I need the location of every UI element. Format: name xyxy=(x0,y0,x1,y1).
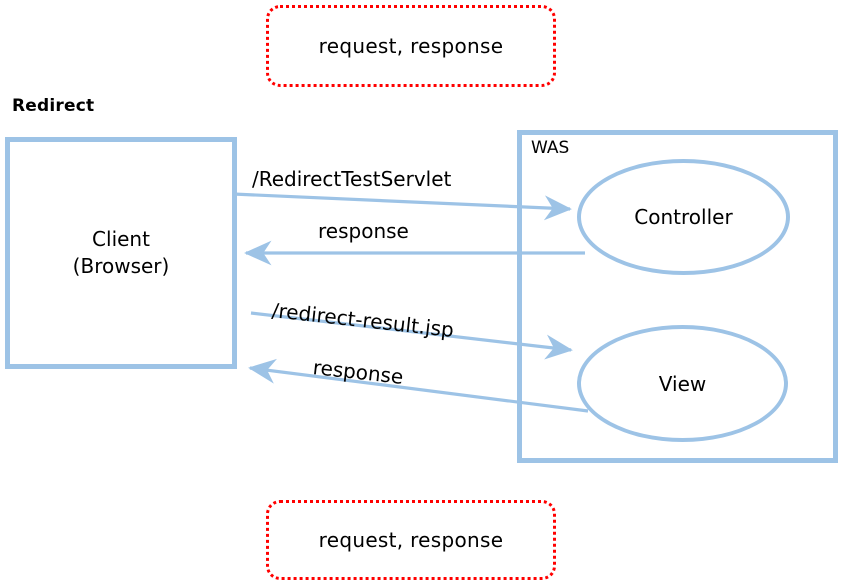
callout-bottom-label: request, response xyxy=(318,528,504,552)
client-box: Client (Browser) xyxy=(5,137,237,369)
arrow-label-response-1: response xyxy=(318,219,409,243)
view-node: View xyxy=(577,325,788,442)
controller-node-label: Controller xyxy=(634,205,733,229)
client-label-line2: (Browser) xyxy=(72,254,170,278)
controller-node: Controller xyxy=(577,159,790,275)
callout-box-bottom: request, response xyxy=(266,500,556,580)
view-node-label: View xyxy=(658,371,707,396)
was-label: WAS xyxy=(531,138,570,158)
callout-top-label: request, response xyxy=(318,34,504,58)
callout-box-top: request, response xyxy=(266,5,556,87)
page-title: Redirect xyxy=(12,96,95,116)
client-label-line1: Client xyxy=(92,227,150,251)
arrow-label-response-2: response xyxy=(311,355,405,389)
arrow-label-request-1: /RedirectTestServlet xyxy=(252,167,452,191)
arrow-label-request-2: /redirect-result.jsp xyxy=(270,298,456,342)
was-box xyxy=(517,130,838,463)
